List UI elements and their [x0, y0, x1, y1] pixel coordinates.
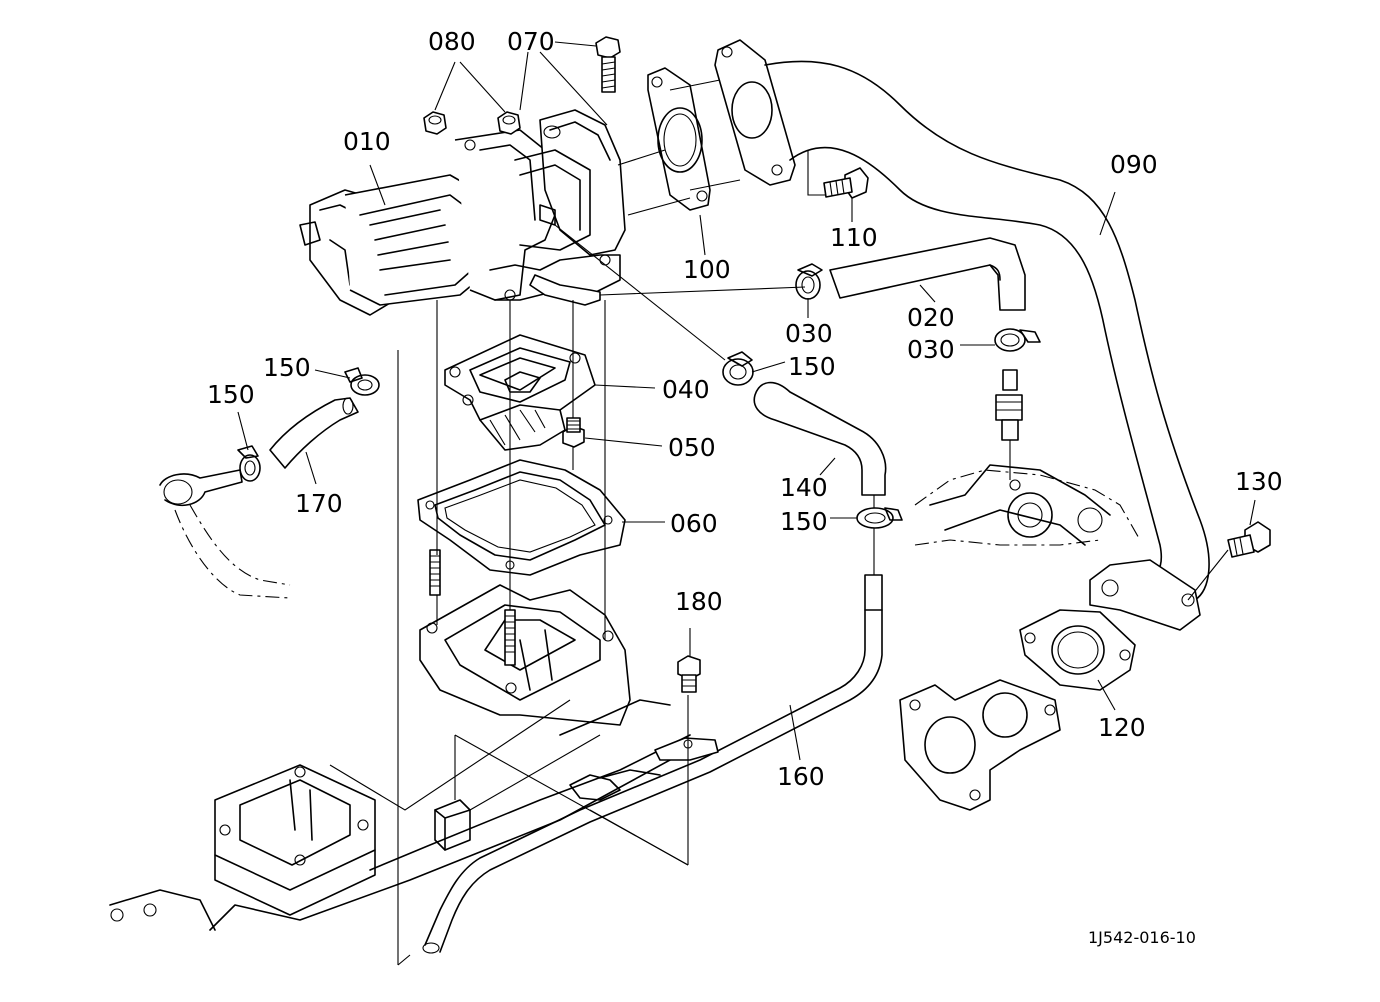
bolt-050[interactable] [562, 417, 585, 448]
bolt-070[interactable] [595, 36, 621, 93]
egr-cooler-040[interactable] [444, 334, 596, 451]
label-140: 140 [780, 473, 828, 502]
label-180: 180 [675, 587, 723, 616]
label-130: 130 [1235, 467, 1283, 496]
reference-code: 1J542-016-10 [1088, 928, 1196, 947]
hose-020[interactable] [829, 237, 1026, 311]
exhaust-flange [899, 679, 1061, 811]
stud-center [504, 609, 516, 666]
egr-mount-base [419, 584, 631, 726]
label-060: 060 [670, 509, 718, 538]
bolt-180[interactable] [677, 655, 701, 693]
clamp-030-b[interactable] [994, 328, 1041, 352]
gasket-120[interactable] [1019, 609, 1136, 691]
bolt-130[interactable] [1227, 521, 1271, 558]
water-pipe-left [159, 469, 291, 599]
label-120: 120 [1098, 713, 1146, 742]
clamp-150-lower[interactable] [856, 507, 903, 529]
label-010: 010 [343, 127, 391, 156]
pipe-160[interactable] [422, 574, 883, 954]
cylinder-head [914, 464, 1141, 546]
egr-pipe-090[interactable] [714, 39, 1210, 631]
bolt-110[interactable] [823, 167, 869, 199]
gasket-060[interactable] [417, 459, 626, 576]
intake-manifold [109, 699, 691, 931]
clamp-150-left-upper[interactable] [344, 367, 380, 396]
label-050: 050 [668, 433, 716, 462]
gasket-100[interactable] [647, 67, 711, 211]
clamp-030-a[interactable] [795, 263, 823, 300]
hose-170[interactable] [269, 397, 359, 469]
label-020: 020 [907, 303, 955, 332]
leader-lines [237, 41, 1256, 966]
label-040: 040 [662, 375, 710, 404]
nut-080-b[interactable] [497, 111, 521, 135]
stud-left [429, 549, 441, 596]
pipe-fitting [995, 369, 1023, 441]
label-150-upper: 150 [788, 352, 836, 381]
label-150-lower: 150 [780, 507, 828, 536]
label-110: 110 [830, 223, 878, 252]
label-160: 160 [777, 762, 825, 791]
label-030-a: 030 [785, 319, 833, 348]
label-170: 170 [295, 489, 343, 518]
label-090: 090 [1110, 150, 1158, 179]
nut-080-a[interactable] [423, 111, 447, 135]
clamp-150-upper[interactable] [722, 351, 754, 386]
egr-valve[interactable] [299, 109, 626, 316]
label-080: 080 [428, 27, 476, 56]
part-labels: 010 020 030 030 040 050 060 070 080 090 … [207, 27, 1283, 947]
label-100: 100 [683, 255, 731, 284]
label-070: 070 [507, 27, 555, 56]
label-150-left-upper: 150 [263, 353, 311, 382]
label-030-b: 030 [907, 335, 955, 364]
label-150-left-lower: 150 [207, 380, 255, 409]
